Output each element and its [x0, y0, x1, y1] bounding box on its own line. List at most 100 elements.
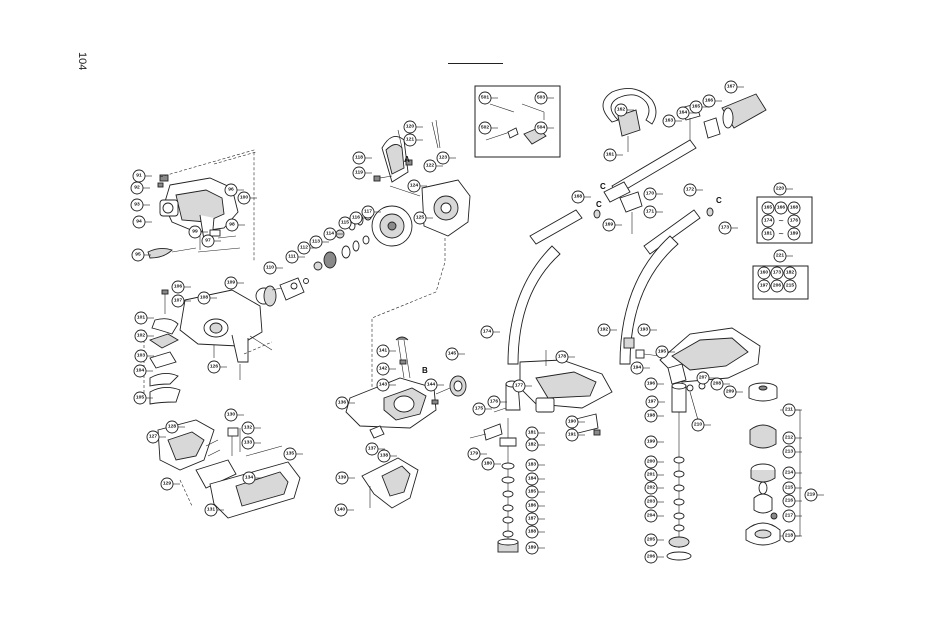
right-gearhead-group: [635, 327, 761, 561]
callout-218: 218: [782, 529, 796, 543]
callout-166: 166: [702, 94, 716, 108]
group_220-item-189-label: 189: [790, 231, 798, 237]
callout-191-label: 191: [568, 432, 576, 438]
callout-502: 502: [478, 121, 492, 135]
callout-218-circle: [782, 529, 796, 543]
callout-179-circle: [467, 447, 481, 461]
callout-179-label: 179: [470, 451, 478, 457]
callout-145: 145: [445, 347, 459, 361]
group_220-item-174-circle: [761, 214, 775, 228]
callout-192-label: 192: [600, 327, 608, 333]
callout-191: 191: [565, 428, 579, 442]
callout-110: 110: [263, 261, 277, 275]
callout-126-circle: [207, 360, 221, 374]
callout-97: 97: [201, 234, 215, 248]
callout-103: 103: [134, 349, 148, 363]
group_220-item-176-label: 176: [790, 218, 798, 224]
group_221-item-160-circle: [757, 266, 771, 280]
callout-196-label: 196: [647, 381, 655, 387]
callout-100-label: 100: [240, 195, 248, 201]
callout-113-label: 113: [312, 239, 320, 245]
callout-111: 111: [285, 250, 299, 264]
leader-lines: [143, 86, 824, 558]
callout-108: 108: [197, 291, 211, 305]
callout-204-circle: [644, 509, 658, 523]
callout-138-label: 138: [380, 453, 388, 459]
callout-205-circle: [644, 533, 658, 547]
callout-180-circle: [481, 457, 495, 471]
group_220-item-189-circle: [787, 227, 801, 241]
callout-106-label: 106: [174, 284, 182, 290]
callout-142-circle: [376, 362, 390, 376]
callout-115-label: 115: [341, 220, 349, 226]
callout-134: 134: [242, 471, 256, 485]
group_221-item-173-label: 173: [773, 270, 781, 276]
callout-198-label: 198: [647, 413, 655, 419]
assembly-letter-a: A: [404, 155, 410, 164]
callout-162-circle: [614, 103, 628, 117]
callout-203-circle: [644, 495, 658, 509]
callout-129-label: 129: [163, 481, 171, 487]
callout-130: 130: [224, 408, 238, 422]
callout-501-circle: [478, 91, 492, 105]
callout-97-circle: [201, 234, 215, 248]
callout-107: 107: [171, 294, 185, 308]
callout-128: 128: [165, 420, 179, 434]
callout-198-circle: [644, 409, 658, 423]
callout-214: 214: [782, 466, 796, 480]
callout-110-label: 110: [266, 265, 274, 271]
callout-113: 113: [309, 235, 323, 249]
callout-117: 117: [361, 205, 375, 219]
callout-130-circle: [224, 408, 238, 422]
callout-183-label: 183: [528, 462, 536, 468]
callout-116: 116: [349, 211, 363, 225]
assembly-letter-c: C: [716, 196, 722, 205]
callout-219-label: 219: [807, 492, 815, 498]
callout-200: 200: [644, 455, 658, 469]
callout-169-label: 169: [605, 222, 613, 228]
callout-93-label: 93: [134, 202, 140, 208]
callout-92: 92: [130, 181, 144, 195]
callout-137-label: 137: [368, 446, 376, 452]
callout-105-circle: [133, 391, 147, 405]
cutter-head-group: [745, 382, 801, 546]
callout-215-circle: [782, 481, 796, 495]
callout-118-label: 118: [355, 155, 363, 161]
callout-182-circle: [525, 438, 539, 452]
callout-94-circle: [132, 215, 146, 229]
callout-199-circle: [644, 435, 658, 449]
callout-216-circle: [782, 494, 796, 508]
callout-94: 94: [132, 215, 146, 229]
upper-shaft-group: [507, 87, 767, 365]
range-tilde: ~: [778, 217, 784, 225]
callout-219: 219: [804, 488, 818, 502]
callout-209-circle: [723, 385, 737, 399]
callout-145-label: 145: [448, 351, 456, 357]
callout-168-circle: [571, 190, 585, 204]
callout-113-circle: [309, 235, 323, 249]
callout-199-label: 199: [647, 439, 655, 445]
callout-127-circle: [146, 430, 160, 444]
group_220-item-168-circle: [787, 201, 801, 215]
callout-194-circle: [630, 361, 644, 375]
callout-165-label: 165: [692, 104, 700, 110]
group_221-item-206-circle: [770, 279, 784, 293]
callout-187-label: 187: [528, 516, 536, 522]
callout-167-label: 167: [727, 84, 735, 90]
callout-173-circle: [718, 221, 732, 235]
callout-182: 182: [525, 438, 539, 452]
callout-187-circle: [525, 512, 539, 526]
callout-211-circle: [782, 403, 796, 417]
callout-102-label: 102: [137, 333, 145, 339]
callout-161-circle: [603, 148, 617, 162]
callout-96-label: 96: [228, 187, 234, 193]
callout-100-circle: [237, 191, 251, 205]
callout-501: 501: [478, 91, 492, 105]
callout-219-circle: [804, 488, 818, 502]
callout-126: 126: [207, 360, 221, 374]
group_220-item-189: 189: [787, 227, 801, 241]
callout-109: 109: [224, 276, 238, 290]
callout-135-circle: [283, 447, 297, 461]
callout-170: 170: [643, 187, 657, 201]
callout-114: 114: [323, 227, 337, 241]
